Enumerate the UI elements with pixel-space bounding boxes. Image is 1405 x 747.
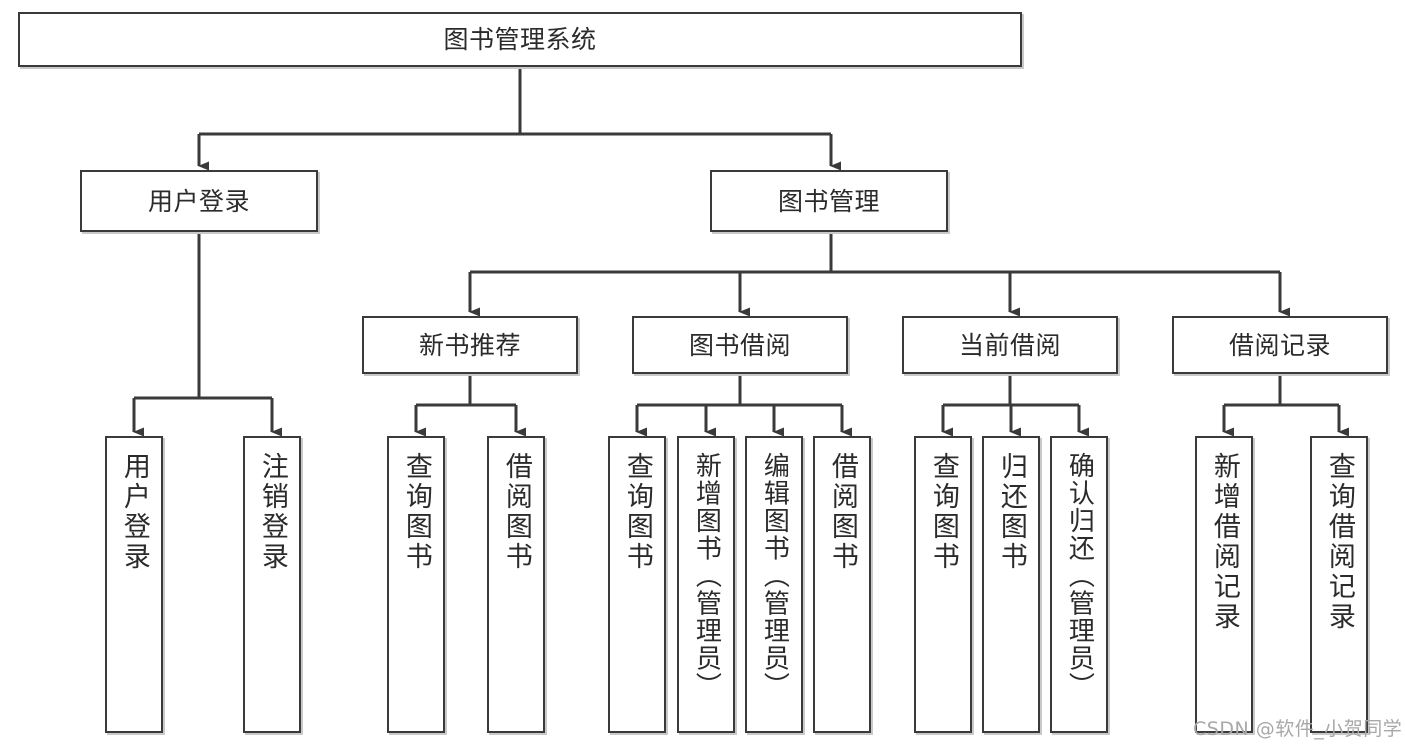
node-label: 用户登录: [147, 186, 250, 216]
node-label: 借阅记录: [1228, 330, 1331, 360]
node-book-management[interactable]: 图书管理: [710, 170, 948, 232]
node-leaf-query-book-2[interactable]: 查询图书: [608, 436, 666, 733]
node-label: 查询图书: [621, 452, 653, 572]
node-leaf-query-book-3[interactable]: 查询图书: [914, 436, 972, 733]
node-leaf-query-borrow-record[interactable]: 查询借阅记录: [1310, 436, 1368, 733]
node-label: 新书推荐: [418, 330, 521, 360]
node-label: 图书借阅: [688, 330, 791, 360]
node-label: 借阅图书: [826, 452, 858, 572]
node-leaf-borrow-book-1[interactable]: 借阅图书: [487, 436, 545, 733]
node-leaf-user-login[interactable]: 用户登录: [105, 436, 163, 733]
node-label: 查询图书: [400, 452, 432, 572]
node-label: 查询图书: [927, 452, 959, 572]
node-label: 图书管理: [777, 186, 880, 216]
node-leaf-add-book[interactable]: 新增图书（管理员）: [677, 436, 735, 733]
node-book-borrow[interactable]: 图书借阅: [632, 316, 848, 374]
node-new-book-recommend[interactable]: 新书推荐: [362, 316, 578, 374]
node-user-login[interactable]: 用户登录: [80, 170, 318, 232]
node-root-system[interactable]: 图书管理系统: [18, 12, 1022, 67]
node-leaf-borrow-book-2[interactable]: 借阅图书: [813, 436, 871, 733]
node-leaf-add-borrow-record[interactable]: 新增借阅记录: [1195, 436, 1253, 733]
node-leaf-confirm-return[interactable]: 确认归还（管理员）: [1050, 436, 1108, 733]
node-label: 用户登录: [118, 452, 150, 572]
node-label: 注销登录: [256, 452, 288, 572]
node-label: 归还图书: [995, 452, 1027, 572]
node-label: 编辑图书（管理员）: [759, 452, 790, 700]
node-borrow-records[interactable]: 借阅记录: [1172, 316, 1388, 374]
node-leaf-logout[interactable]: 注销登录: [243, 436, 301, 733]
node-leaf-return-book[interactable]: 归还图书: [982, 436, 1040, 733]
node-leaf-edit-book[interactable]: 编辑图书（管理员）: [745, 436, 803, 733]
node-leaf-query-book-1[interactable]: 查询图书: [387, 436, 445, 733]
node-current-borrow[interactable]: 当前借阅: [902, 316, 1118, 374]
node-label: 当前借阅: [958, 330, 1061, 360]
node-label: 图书管理系统: [443, 25, 597, 54]
node-label: 查询借阅记录: [1323, 452, 1355, 632]
node-label: 新增图书（管理员）: [691, 452, 722, 700]
node-label: 确认归还（管理员）: [1064, 452, 1095, 700]
watermark-text: CSDN @软件_小贺同学: [1193, 718, 1403, 740]
node-label: 借阅图书: [500, 452, 532, 572]
node-label: 新增借阅记录: [1208, 452, 1240, 632]
